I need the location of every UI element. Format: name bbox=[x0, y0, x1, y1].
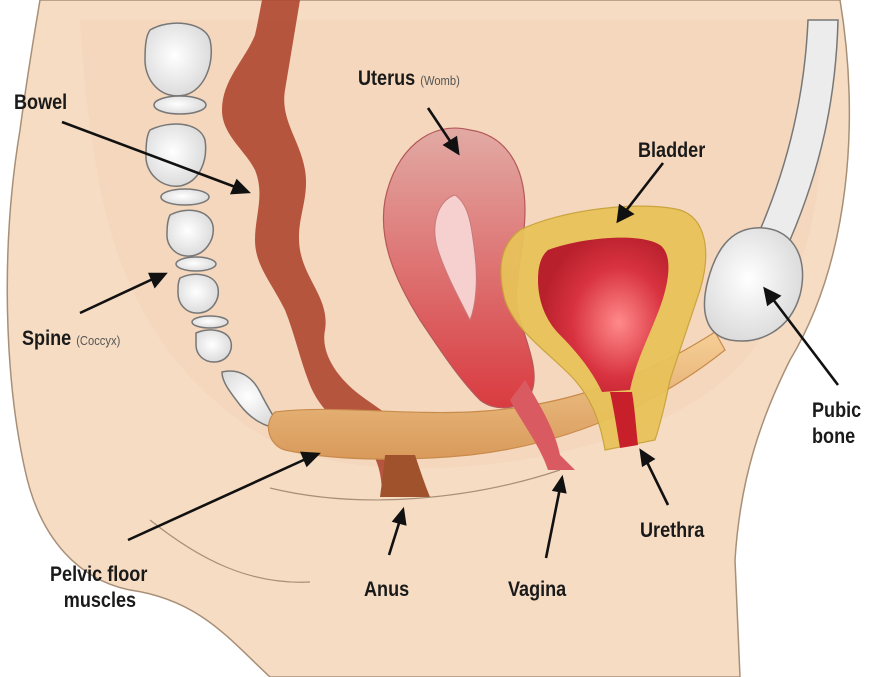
label-urethra: Urethra bbox=[640, 518, 704, 544]
vertebra-2 bbox=[146, 124, 206, 186]
vertebra-4 bbox=[178, 274, 218, 313]
label-spine-text: Spine bbox=[22, 327, 71, 350]
label-bladder: Bladder bbox=[638, 138, 705, 164]
label-pubic-bone: Pubic bone bbox=[812, 398, 861, 450]
label-pubic-bone-line2: bone bbox=[812, 424, 861, 450]
vertebra-disc-3 bbox=[176, 257, 216, 271]
label-pelvic-floor-line2: muscles bbox=[50, 588, 147, 614]
label-pelvic-floor: Pelvic floor muscles bbox=[50, 562, 147, 614]
label-uterus-note: (Womb) bbox=[420, 73, 460, 88]
label-pubic-bone-line1: Pubic bbox=[812, 398, 861, 424]
vertebra-1 bbox=[145, 23, 211, 96]
vertebra-disc-4 bbox=[192, 316, 228, 328]
label-urethra-text: Urethra bbox=[640, 519, 704, 542]
vertebra-disc-2 bbox=[161, 189, 209, 205]
label-pelvic-floor-line1: Pelvic floor bbox=[50, 562, 147, 588]
label-bowel-text: Bowel bbox=[14, 91, 67, 114]
label-vagina-text: Vagina bbox=[508, 578, 566, 601]
vertebra-5 bbox=[196, 330, 231, 362]
label-spine-note: (Coccyx) bbox=[76, 333, 120, 348]
label-anus: Anus bbox=[364, 577, 409, 603]
label-uterus: Uterus (Womb) bbox=[358, 66, 460, 94]
label-spine: Spine (Coccyx) bbox=[22, 326, 120, 354]
label-bowel: Bowel bbox=[14, 90, 67, 116]
label-anus-text: Anus bbox=[364, 578, 409, 601]
label-bladder-text: Bladder bbox=[638, 139, 705, 162]
vertebra-disc-1 bbox=[154, 96, 206, 114]
label-vagina: Vagina bbox=[508, 577, 566, 603]
label-uterus-text: Uterus bbox=[358, 67, 415, 90]
